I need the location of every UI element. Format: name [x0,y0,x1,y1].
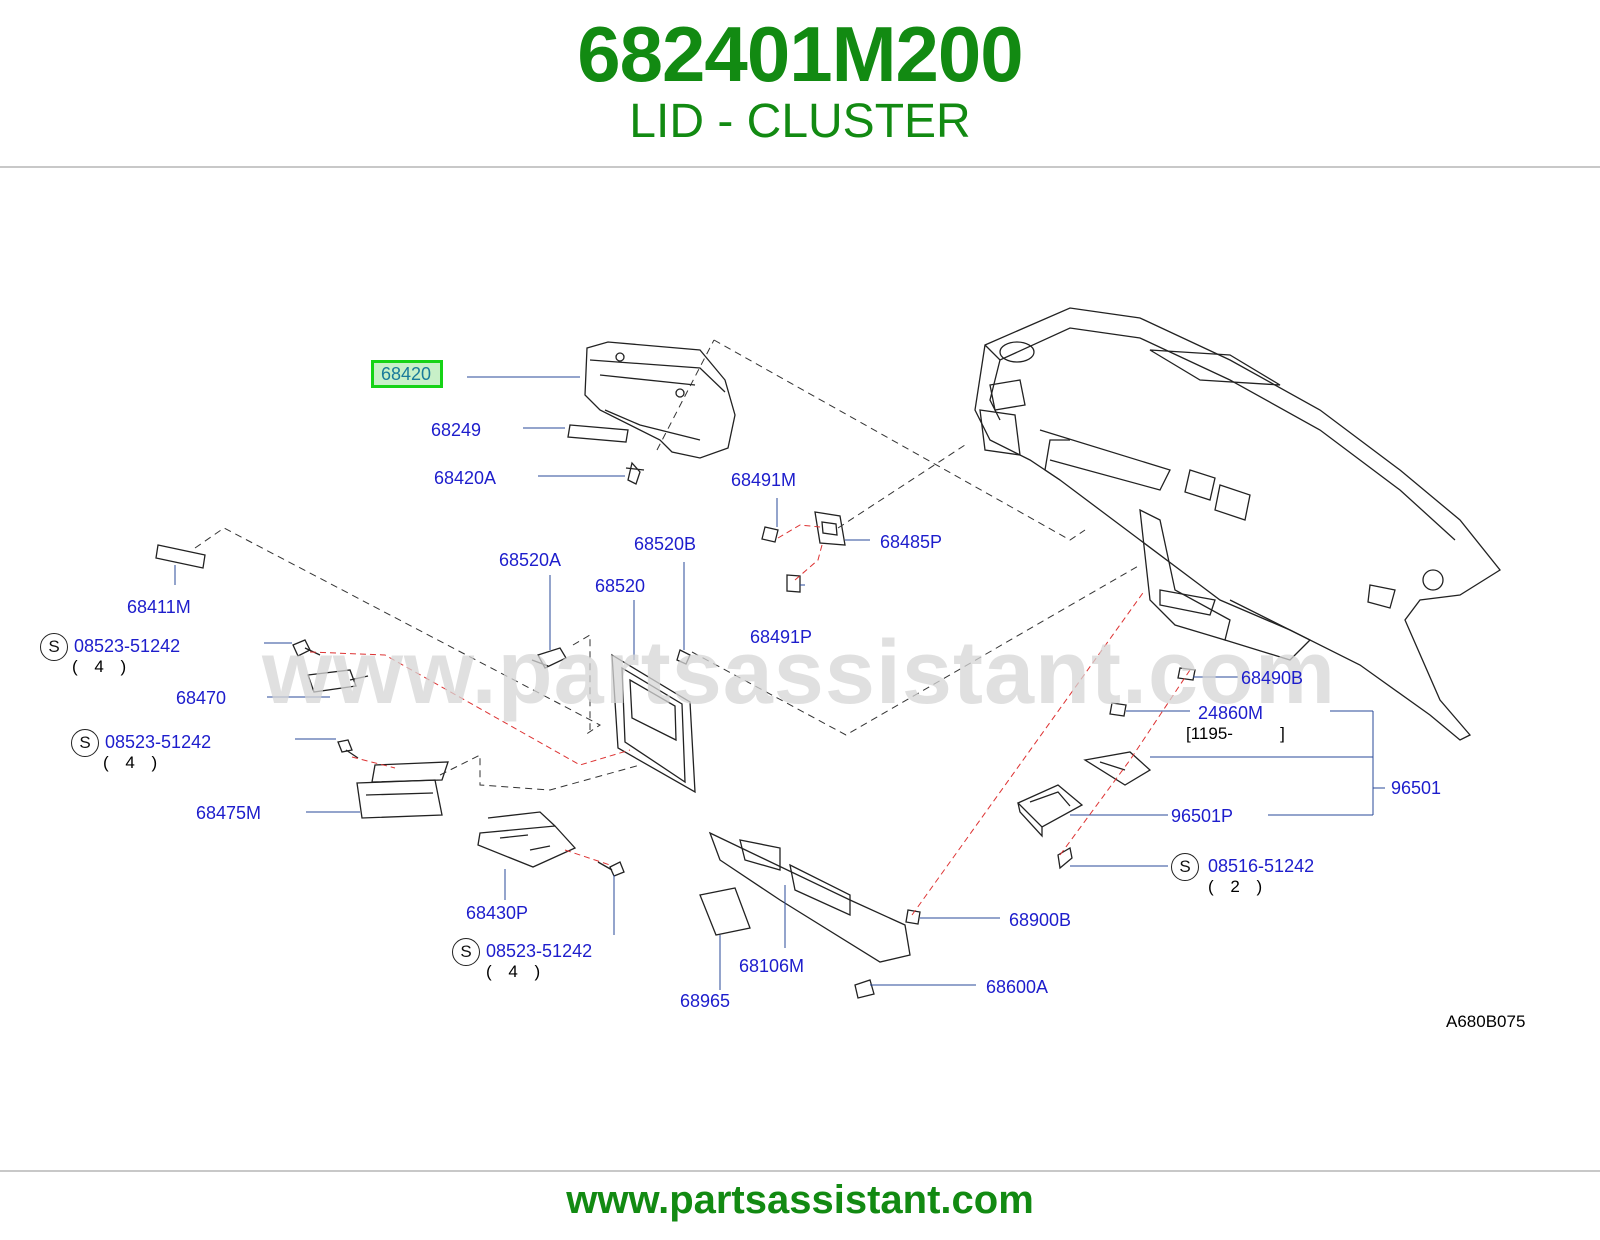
callout-68475M[interactable]: 68475M [196,803,262,823]
serial-range-note: [1195- ] [1186,724,1285,743]
part-68470 [307,669,369,693]
callout-68900B[interactable]: 68900B [1009,910,1072,930]
quantity-label: ( 2 ) [1208,877,1269,896]
callout-68520B[interactable]: 68520B [634,534,697,554]
callout-96501[interactable]: 96501 [1391,778,1442,798]
callout-08523-51242-b[interactable]: 08523-51242 [105,732,212,752]
callout-68420A[interactable]: 68420A [434,468,497,488]
part-name-subtitle: LID - CLUSTER [629,95,971,148]
callout-68491P[interactable]: 68491P [750,627,813,647]
quantity-label: ( 4 ) [486,962,547,981]
callout-08516-51242[interactable]: 08516-51242 [1208,856,1315,876]
clip-68900B [905,909,921,925]
parts-diagram [155,307,1501,999]
part-68491M [761,526,779,543]
leader-lines [174,376,1385,990]
part-68490B [1177,667,1196,681]
callout-68490B[interactable]: 68490B [1241,668,1304,688]
footer-website-link[interactable]: www.partsassistant.com [566,1178,1034,1222]
diagram-code: A680B075 [1446,1012,1526,1031]
part-68411M [155,544,206,569]
cluster-lid-part-68420 [584,341,736,459]
footer-divider [0,1170,1600,1172]
s-mark-standard-part: S [1171,853,1199,881]
s-mark-standard-part: S [40,633,68,661]
callout-68485P[interactable]: 68485P [880,532,943,552]
screw-08523-b [337,739,359,759]
callout-68430P[interactable]: 68430P [466,903,529,923]
pocket-96501P [1016,784,1084,838]
screw-08523-c [597,861,625,877]
part-68485P [814,511,846,546]
part-number-title: 682401M200 [577,10,1023,98]
screw-08523-a [292,639,321,657]
callout-68965[interactable]: 68965 [680,991,731,1011]
screw-08516 [1057,846,1073,870]
clip-68600A [854,979,875,999]
quantity-label: ( 4 ) [103,753,164,772]
panel-68965 [699,887,751,936]
callout-68520A[interactable]: 68520A [499,550,562,570]
clip-68520B [676,649,691,665]
callout-68420[interactable]: 68420 [381,364,432,384]
watermark: www.partsassistant.com [262,623,1337,723]
dashed-guides [194,339,1141,791]
callout-96501P[interactable]: 96501P [1171,806,1234,826]
red-dashed-guides [309,524,1191,916]
clip-68520A [531,647,567,669]
s-mark-standard-part: S [452,938,480,966]
callout-68600A[interactable]: 68600A [986,977,1049,997]
callout-68491M[interactable]: 68491M [731,470,797,490]
part-24860M [1109,702,1127,717]
callout-68411M[interactable]: 68411M [127,597,191,617]
dashboard-assembly [974,307,1501,741]
bracket-96501 [1083,751,1152,786]
part-68491P [786,574,801,593]
callout-68470[interactable]: 68470 [176,688,227,708]
s-mark-standard-part: S [71,729,99,757]
part-68249 [567,424,629,443]
quantity-label: ( 4 ) [72,657,133,676]
callout-68106M[interactable]: 68106M [739,956,805,976]
callout-08523-51242-a[interactable]: 08523-51242 [74,636,181,656]
callout-68249[interactable]: 68249 [431,420,482,440]
lower-cover-68106M [708,831,911,963]
header-divider [0,166,1600,168]
callout-68520[interactable]: 68520 [595,576,646,596]
bracket-68430P [477,811,577,868]
pocket-68475M [356,761,449,819]
clip-68420A [625,461,645,485]
finisher-frame-68520 [611,653,696,794]
callout-24860M[interactable]: 24860M [1198,703,1264,723]
highlighted-part-box[interactable] [371,360,443,388]
callout-08523-51242-c[interactable]: 08523-51242 [486,941,593,961]
